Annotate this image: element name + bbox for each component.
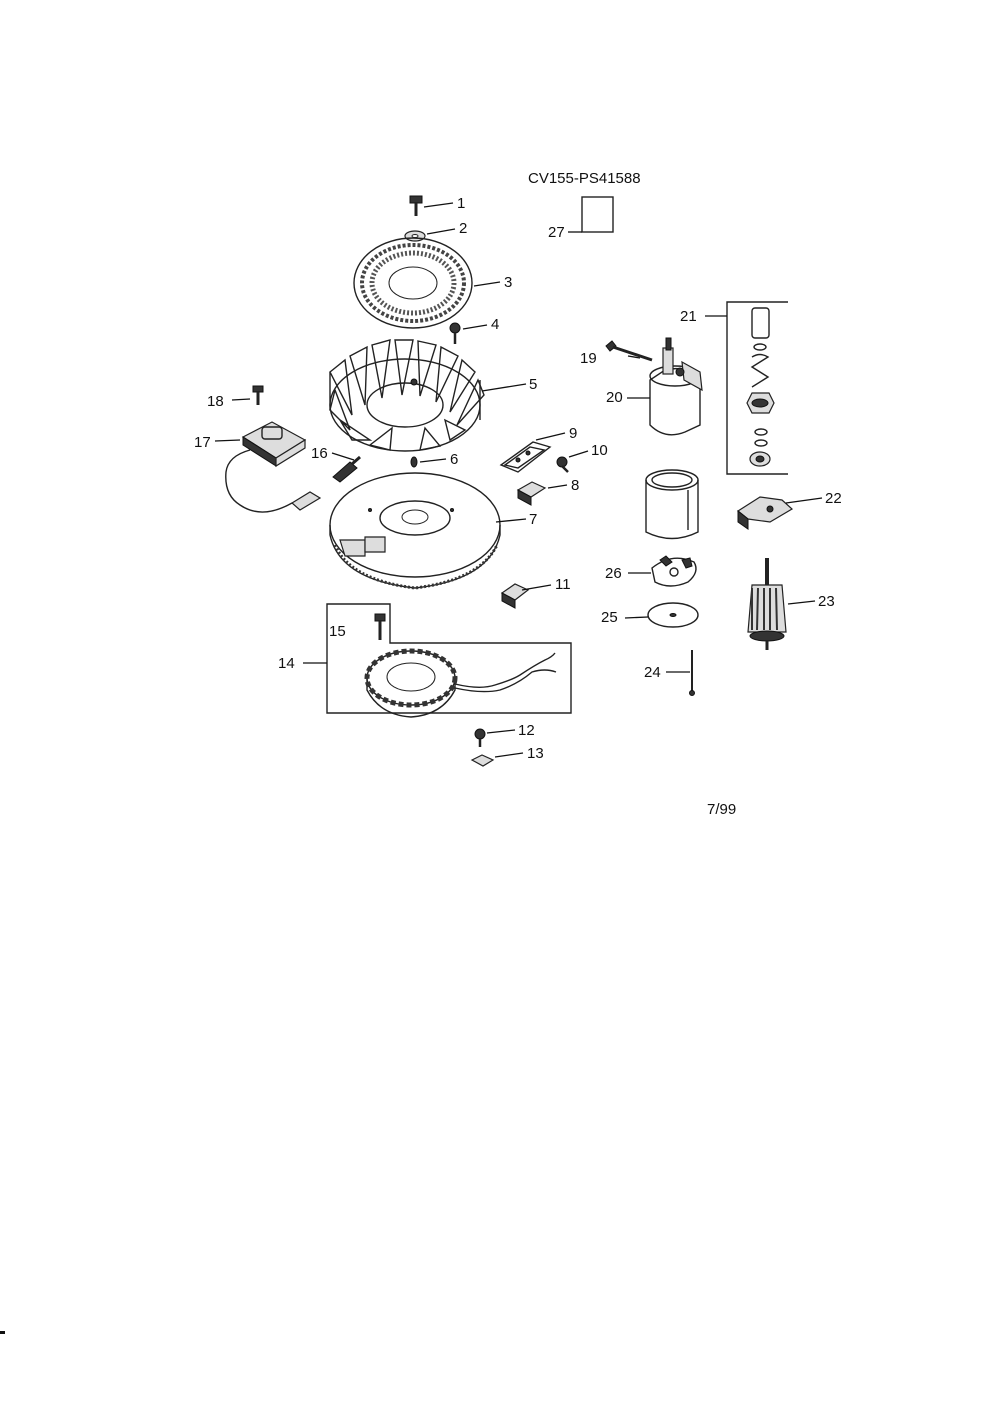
callout-20: 20 [606, 389, 623, 406]
part-23-armature: 23 [747, 558, 835, 650]
callout-10: 10 [591, 442, 608, 459]
part-6-key: 6 [410, 451, 458, 468]
callout-3: 3 [504, 274, 512, 291]
callout-15: 15 [329, 623, 346, 640]
callout-14: 14 [278, 655, 295, 672]
callout-9: 9 [569, 425, 577, 442]
callout-1: 1 [457, 195, 465, 212]
callout-12: 12 [518, 722, 535, 739]
date-code: 7/99 [707, 801, 736, 818]
part-18-screw: 18 [207, 385, 264, 410]
part-26-brush-holder: 26 [605, 555, 697, 587]
part-24-through-bolt: 24 [644, 650, 695, 696]
callout-16: 16 [311, 445, 328, 462]
part-25-plate: 25 [601, 602, 699, 628]
stator [364, 648, 557, 718]
part-4-screw: 4 [449, 316, 499, 344]
callout-4: 4 [491, 316, 499, 333]
callout-11: 11 [555, 576, 571, 593]
callout-8: 8 [571, 477, 579, 494]
part-8-clip: 8 [516, 477, 579, 506]
part-11-clip: 11 [500, 576, 571, 609]
callout-21: 21 [680, 308, 697, 325]
callout-26: 26 [605, 565, 622, 582]
part-19-bolt: 19 [580, 340, 653, 367]
callout-25: 25 [601, 609, 618, 626]
part-13-clip: 13 [470, 745, 544, 767]
part-1-screw: 1 [409, 195, 465, 216]
part-17-ignition-module: 17 [194, 421, 322, 513]
callout-24: 24 [644, 664, 661, 681]
part-9-rectifier: 9 [499, 425, 577, 473]
part-15-screw: 15 [329, 613, 386, 640]
callout-23: 23 [818, 593, 835, 610]
part-20-starter-motor: 20 [606, 337, 703, 436]
callout-5: 5 [529, 376, 537, 393]
part-16-pin: 16 [311, 445, 361, 483]
callout-2: 2 [459, 220, 467, 237]
part-10-screw: 10 [556, 442, 608, 473]
part-12-screw: 12 [474, 722, 535, 747]
part-14-stator-assembly: 14 [278, 603, 572, 714]
callout-19: 19 [580, 350, 597, 367]
part-21-drive-kit: 21 [680, 301, 788, 475]
callout-6: 6 [450, 451, 458, 468]
model-code: CV155-PS41588 [528, 170, 641, 187]
callout-13: 13 [527, 745, 544, 762]
starter-housing [645, 469, 699, 540]
callout-27: 27 [548, 224, 565, 241]
callout-17: 17 [194, 434, 211, 451]
part-3-screen: 3 [353, 237, 512, 329]
callout-7: 7 [529, 511, 537, 528]
part-22-bracket: 22 [736, 490, 842, 530]
part-5-fan: 5 [329, 339, 537, 452]
part-7-flywheel: 7 [329, 472, 537, 590]
scan-mark [0, 1331, 5, 1334]
callout-22: 22 [825, 490, 842, 507]
callout-18: 18 [207, 393, 224, 410]
part-27-decal: 27 [548, 196, 614, 241]
